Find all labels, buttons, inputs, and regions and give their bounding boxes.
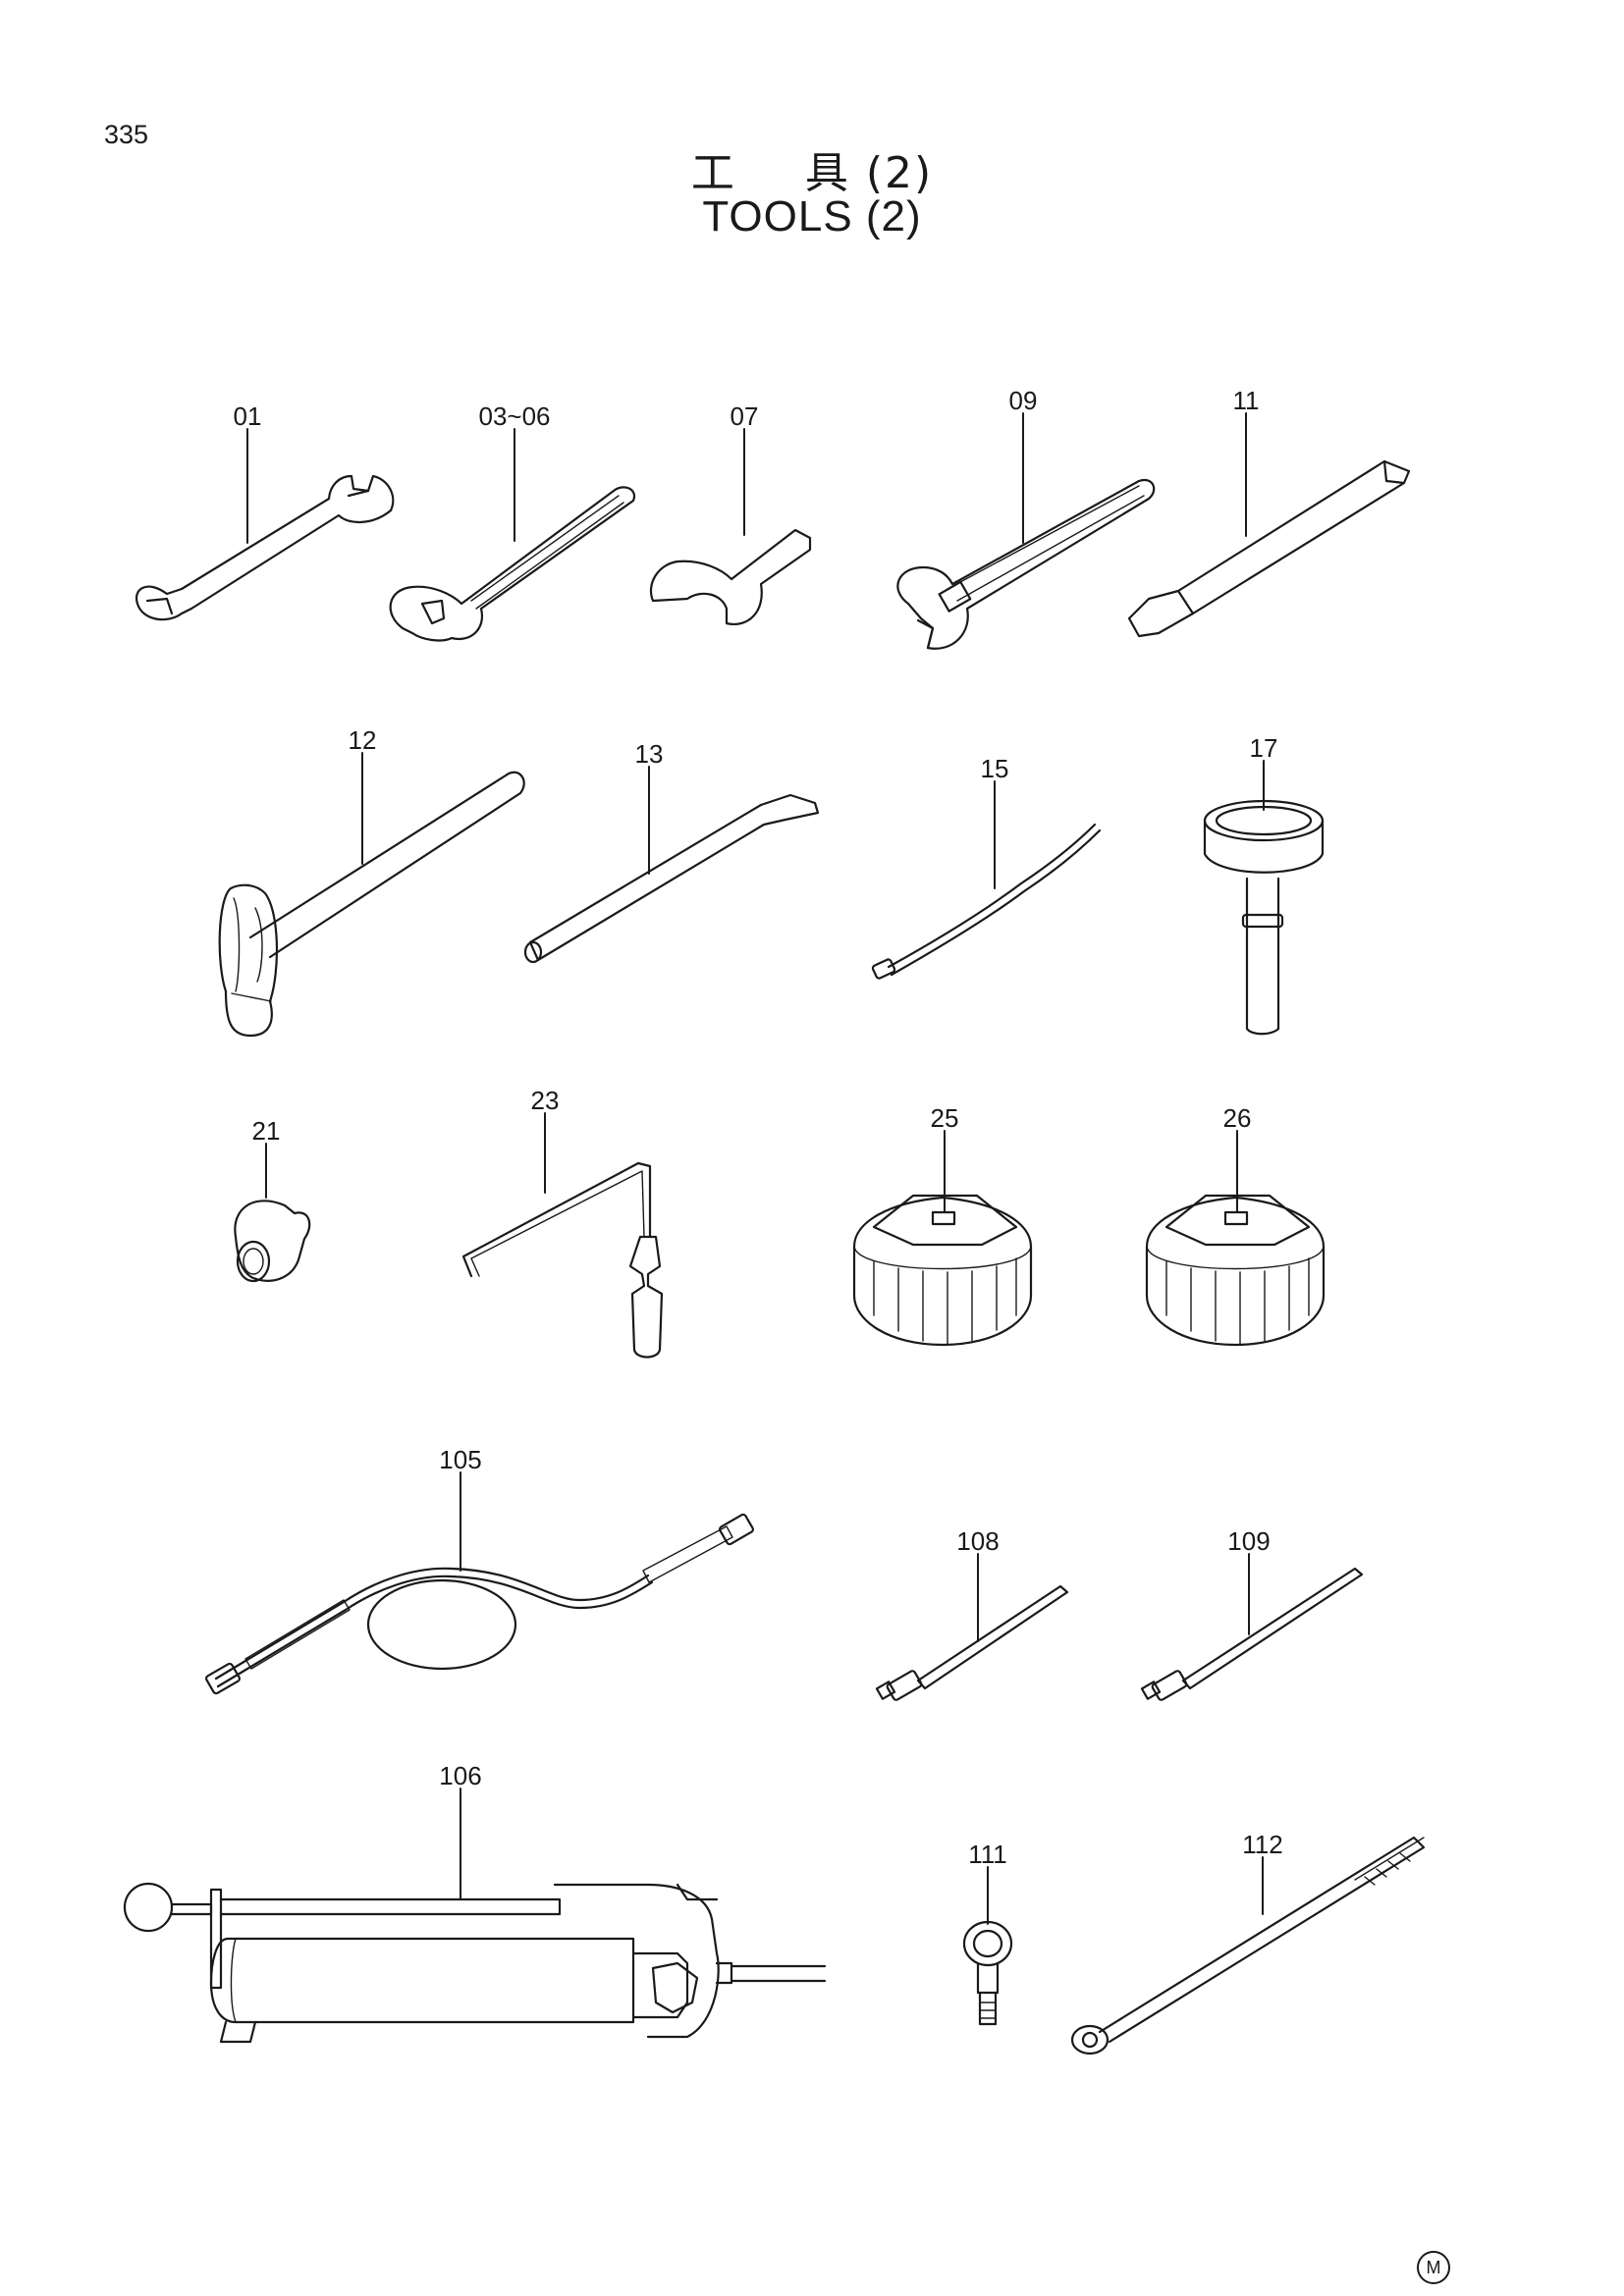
- callout-12: 12: [348, 725, 377, 755]
- callout-21: 21: [251, 1116, 281, 1146]
- callout-112: 112: [1242, 1830, 1283, 1859]
- socket-icon: [234, 1200, 311, 1283]
- callout-105: 105: [439, 1445, 482, 1474]
- open-end-wrench-icon: [135, 474, 395, 621]
- callout-26: 26: [1222, 1103, 1252, 1133]
- callout-111: 111: [968, 1840, 1007, 1869]
- trademark-m-mark: M: [1417, 2251, 1450, 2284]
- eye-bolt-icon: [962, 1920, 1013, 2026]
- pipe-icon: [1140, 1567, 1364, 1701]
- callout-23: 23: [530, 1086, 560, 1115]
- filter-wrench-icon: [1145, 1194, 1326, 1347]
- callout-07: 07: [730, 401, 759, 431]
- leader-lines: [246, 412, 1265, 1925]
- hydraulic-hose-icon: [205, 1513, 754, 1695]
- rod-icon: [523, 793, 820, 964]
- hammer-icon: [218, 771, 525, 1038]
- pipe-icon: [875, 1584, 1069, 1701]
- page-number: 335: [104, 120, 149, 149]
- chisel-icon: [1127, 459, 1411, 638]
- callout-15: 15: [980, 754, 1009, 783]
- callout-03-06: 03~06: [478, 401, 551, 431]
- callout-109: 109: [1227, 1526, 1271, 1556]
- page-title-en: TOOLS (2): [702, 192, 922, 240]
- callout-25: 25: [930, 1103, 959, 1133]
- callout-108: 108: [956, 1526, 1000, 1556]
- adjustable-wrench-icon: [896, 478, 1156, 650]
- callout-17: 17: [1249, 733, 1278, 763]
- long-bolt-icon: [1070, 1836, 1426, 2056]
- title-jp-right: 具 (2): [804, 148, 934, 198]
- hex-key-handle-icon: [461, 1161, 664, 1359]
- title-jp-left: 工: [690, 148, 736, 198]
- callout-11: 11: [1232, 386, 1260, 415]
- spanner-icon: [650, 528, 812, 626]
- callout-13: 13: [634, 739, 664, 769]
- page-title-jp: 工 具 (2): [0, 137, 1624, 200]
- ring-tool-icon: [1203, 799, 1325, 1036]
- callout-01: 01: [233, 401, 262, 431]
- callout-106: 106: [439, 1761, 482, 1790]
- hydraulic-pump-icon: [123, 1882, 827, 2044]
- hose-icon: [871, 823, 1102, 980]
- callout-09: 09: [1008, 386, 1038, 415]
- filter-wrench-icon: [852, 1194, 1033, 1347]
- slotted-wrench-icon: [389, 486, 636, 642]
